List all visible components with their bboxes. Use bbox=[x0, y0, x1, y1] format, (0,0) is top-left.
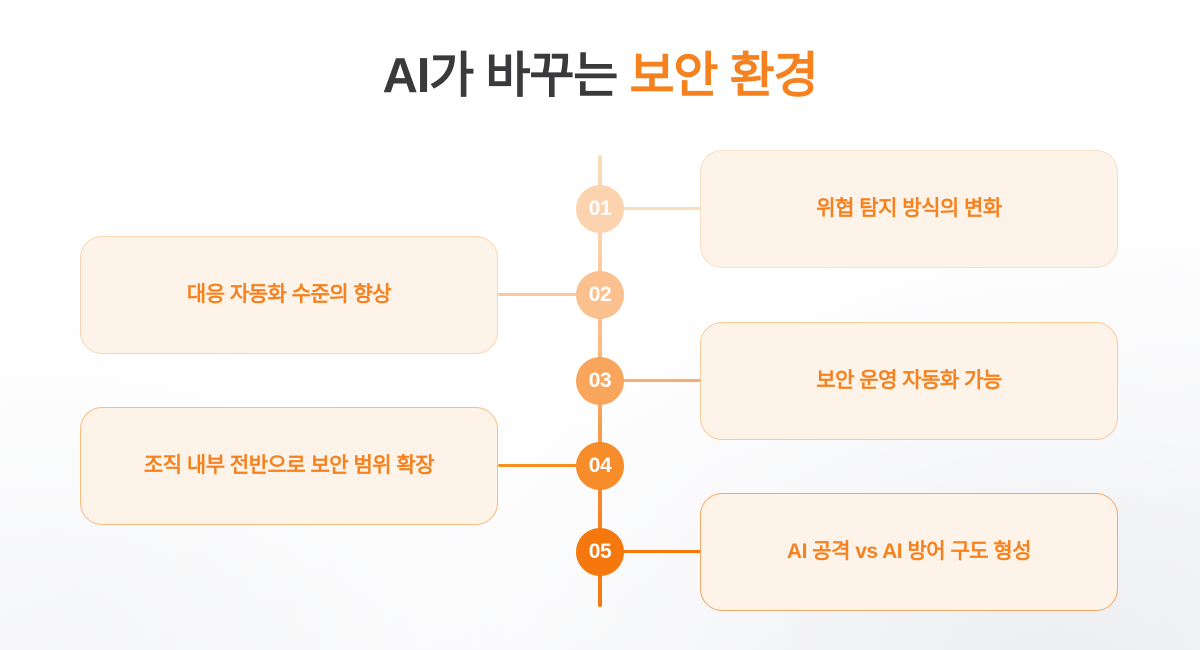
step-card-label-01: 위협 탐지 방식의 변화 bbox=[816, 197, 1002, 221]
step-card-02[interactable]: 대응 자동화 수준의 향상 bbox=[80, 236, 498, 354]
timeline-node-03[interactable]: 03 bbox=[576, 357, 624, 405]
connector-line-02 bbox=[498, 293, 578, 296]
step-card-label-02: 대응 자동화 수준의 향상 bbox=[186, 283, 392, 307]
timeline-node-01[interactable]: 01 bbox=[576, 185, 624, 233]
step-card-05[interactable]: AI 공격 vs AI 방어 구도 형성 bbox=[700, 493, 1118, 611]
step-card-04[interactable]: 조직 내부 전반으로 보안 범위 확장 bbox=[80, 407, 498, 525]
timeline-node-02[interactable]: 02 bbox=[576, 271, 624, 319]
connector-line-05 bbox=[622, 550, 702, 553]
step-card-label-03: 보안 운영 자동화 가능 bbox=[816, 369, 1002, 393]
connector-line-04 bbox=[498, 464, 578, 467]
connector-line-01 bbox=[622, 207, 702, 210]
step-card-03[interactable]: 보안 운영 자동화 가능 bbox=[700, 322, 1118, 440]
page-title-accent: 보안 환경 bbox=[629, 49, 819, 103]
timeline-node-05[interactable]: 05 bbox=[576, 528, 624, 576]
step-card-01[interactable]: 위협 탐지 방식의 변화 bbox=[700, 150, 1118, 268]
step-card-label-05: AI 공격 vs AI 방어 구도 형성 bbox=[786, 540, 1032, 564]
step-card-label-04: 조직 내부 전반으로 보안 범위 확장 bbox=[143, 454, 435, 478]
timeline-node-04[interactable]: 04 bbox=[576, 442, 624, 490]
page-title: AI가 바꾸는 보안 환경 bbox=[0, 48, 1200, 106]
page-title-main: AI가 바꾸는 bbox=[382, 49, 630, 103]
connector-line-03 bbox=[622, 379, 702, 382]
